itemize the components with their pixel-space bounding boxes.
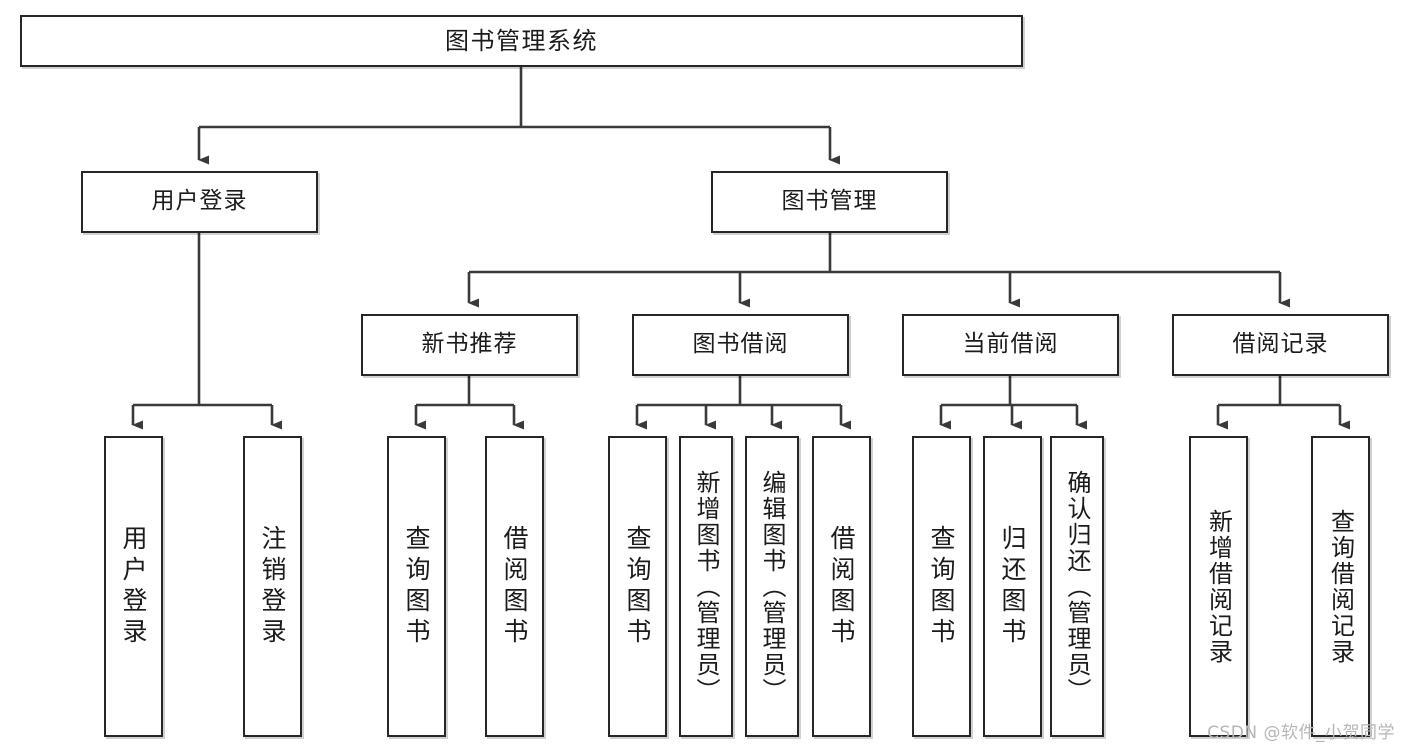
node-borrow-record[interactable]: 借阅记录 [1172, 314, 1389, 376]
leaf-add-book-admin[interactable]: 新增图书（管理员） [679, 436, 733, 737]
node-label: 借阅图书 [500, 524, 529, 649]
leaf-borrow-book-borrow[interactable]: 借阅图书 [812, 436, 871, 737]
leaf-user-login[interactable]: 用户登录 [104, 436, 163, 737]
node-label: 新增图书（管理员） [692, 469, 720, 704]
leaf-query-book-borrow[interactable]: 查询图书 [608, 436, 667, 737]
node-label: 用户登录 [119, 524, 148, 649]
node-label: 图书管理 [781, 188, 878, 215]
leaf-return-book[interactable]: 归还图书 [983, 436, 1042, 737]
node-label: 用户登录 [151, 188, 248, 215]
node-label: 图书借阅 [692, 331, 789, 358]
node-root-system[interactable]: 图书管理系统 [20, 15, 1023, 67]
csdn-watermark: CSDN @软件_小贺同学 [1207, 723, 1395, 743]
node-label: 借阅记录 [1232, 331, 1329, 358]
leaf-logout[interactable]: 注销登录 [243, 436, 302, 737]
node-label: 确认归还（管理员） [1063, 469, 1091, 704]
node-book-management[interactable]: 图书管理 [711, 171, 948, 233]
leaf-query-book-recommend[interactable]: 查询图书 [387, 436, 446, 737]
leaf-borrow-book-recommend[interactable]: 借阅图书 [485, 436, 544, 737]
node-book-borrow[interactable]: 图书借阅 [632, 314, 849, 376]
node-label: 新书推荐 [421, 331, 518, 358]
node-label: 图书管理系统 [445, 26, 598, 55]
leaf-edit-book-admin[interactable]: 编辑图书（管理员） [745, 436, 799, 737]
node-label: 归还图书 [998, 524, 1027, 649]
node-label: 查询图书 [402, 524, 431, 649]
leaf-query-book-current[interactable]: 查询图书 [912, 436, 971, 737]
node-label: 查询图书 [623, 524, 652, 649]
node-label: 编辑图书（管理员） [758, 469, 786, 704]
node-label: 注销登录 [258, 524, 287, 649]
node-label: 查询借阅记录 [1326, 508, 1355, 665]
node-label: 借阅图书 [827, 524, 856, 649]
leaf-query-borrow-record[interactable]: 查询借阅记录 [1311, 436, 1370, 737]
node-label: 新增借阅记录 [1204, 508, 1233, 665]
leaf-add-borrow-record[interactable]: 新增借阅记录 [1189, 436, 1248, 737]
leaf-confirm-return-admin[interactable]: 确认归还（管理员） [1050, 436, 1104, 737]
node-user-login[interactable]: 用户登录 [81, 171, 318, 233]
node-label: 查询图书 [927, 524, 956, 649]
node-current-borrow[interactable]: 当前借阅 [902, 314, 1119, 376]
node-new-book-recommend[interactable]: 新书推荐 [361, 314, 578, 376]
node-label: 当前借阅 [962, 331, 1059, 358]
